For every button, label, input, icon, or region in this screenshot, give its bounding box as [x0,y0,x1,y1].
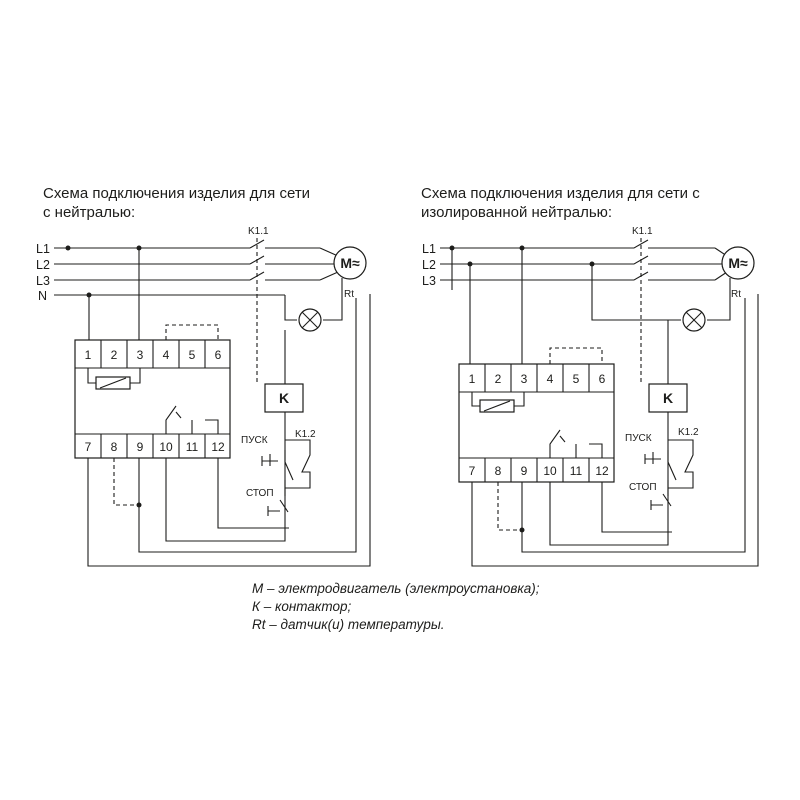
left-terminal-4: 4 [163,348,170,362]
right-sensor-label: Rt [731,289,741,300]
left-diagram: Схема подключения изделия для сети с ней… [36,185,371,567]
right-supply-lines [440,247,728,281]
left-contactor-label: K [279,390,289,406]
right-contact-k12-label: K1.2 [678,427,699,438]
right-phase-l3: L3 [422,274,436,288]
right-relay: 1 2 3 4 5 6 7 8 9 10 11 12 [458,347,615,483]
left-terminal-11: 11 [186,440,199,454]
right-contactor-coil: K [648,320,688,515]
left-main-contact-k11: K1.1 [248,226,269,385]
left-terminal-2: 2 [111,348,118,362]
left-stop-button-icon [267,499,289,516]
right-signal-lamp-icon [682,308,706,332]
right-terminal-8: 8 [495,464,502,478]
legend: М – электродвигатель (электроустановка);… [252,581,540,632]
legend-sensor: Rt – датчик(и) температуры. [252,617,445,632]
right-contactor-label: K [663,390,673,406]
left-terminal-5: 5 [189,348,196,362]
right-title-line1: Схема подключения изделия для сети с [421,185,700,202]
right-terminal-12: 12 [595,464,609,478]
left-phase-l1: L1 [36,242,50,256]
left-control-circuit: K1.2 ПУСК СТОП [241,429,316,516]
right-terminal-5: 5 [573,372,580,386]
legend-motor: М – электродвигатель (электроустановка); [252,581,540,596]
right-stop-button-icon [650,493,672,510]
left-phase-l2: L2 [36,258,50,272]
right-stop-label: СТОП [629,482,657,493]
left-terminal-10: 10 [159,440,173,454]
right-start-label: ПУСК [625,433,652,444]
right-terminal-9: 9 [521,464,528,478]
right-diagram: Схема подключения изделия для сети с изо… [421,185,759,567]
left-start-label: ПУСК [241,435,268,446]
right-wiring [451,248,759,567]
right-terminal-3: 3 [521,372,528,386]
right-terminal-2: 2 [495,372,502,386]
left-neutral-n: N [38,289,47,303]
left-sensor-label: Rt [344,289,354,300]
left-supply-lines [54,247,339,296]
right-terminal-4: 4 [547,372,554,386]
right-start-button-icon [644,452,661,464]
left-terminal-8: 8 [111,440,118,454]
right-title-line2: изолированной нейтралью: [421,204,612,221]
left-terminal-6: 6 [215,348,222,362]
left-phase-l3: L3 [36,274,50,288]
left-stop-label: СТОП [246,488,274,499]
left-start-button-icon [261,454,278,466]
left-signal-lamp-icon [298,308,322,332]
left-motor-symbol: M≈ [340,255,360,271]
right-terminal-6: 6 [599,372,606,386]
left-terminal-1: 1 [85,348,92,362]
left-motor: M≈ Rt [333,246,367,300]
left-title-line2: с нейтралью: [43,204,135,221]
legend-contactor: К – контактор; [252,599,352,614]
right-terminal-10: 10 [543,464,557,478]
right-main-contact-k11: K1.1 [632,226,653,384]
left-title-line1: Схема подключения изделия для сети [43,185,310,202]
left-relay: 1 2 3 4 5 6 7 8 9 10 11 12 [74,324,231,459]
left-terminal-7: 7 [85,440,92,454]
right-terminal-11: 11 [570,464,583,478]
right-phase-l1: L1 [422,242,436,256]
right-contact-k11-label: K1.1 [632,226,653,237]
left-contact-k11-label: K1.1 [248,226,269,237]
right-terminal-7: 7 [469,464,476,478]
left-wiring [87,248,371,567]
right-motor-symbol: M≈ [728,255,748,271]
right-control-circuit: K1.2 ПУСК СТОП [625,427,699,510]
left-terminal-3: 3 [137,348,144,362]
left-terminal-9: 9 [137,440,144,454]
right-phase-l2: L2 [422,258,436,272]
left-contact-k12-label: K1.2 [295,429,316,440]
right-terminal-1: 1 [469,372,476,386]
left-terminal-12: 12 [211,440,225,454]
right-motor: M≈ Rt [721,246,755,300]
left-contactor-coil: K [264,330,304,510]
